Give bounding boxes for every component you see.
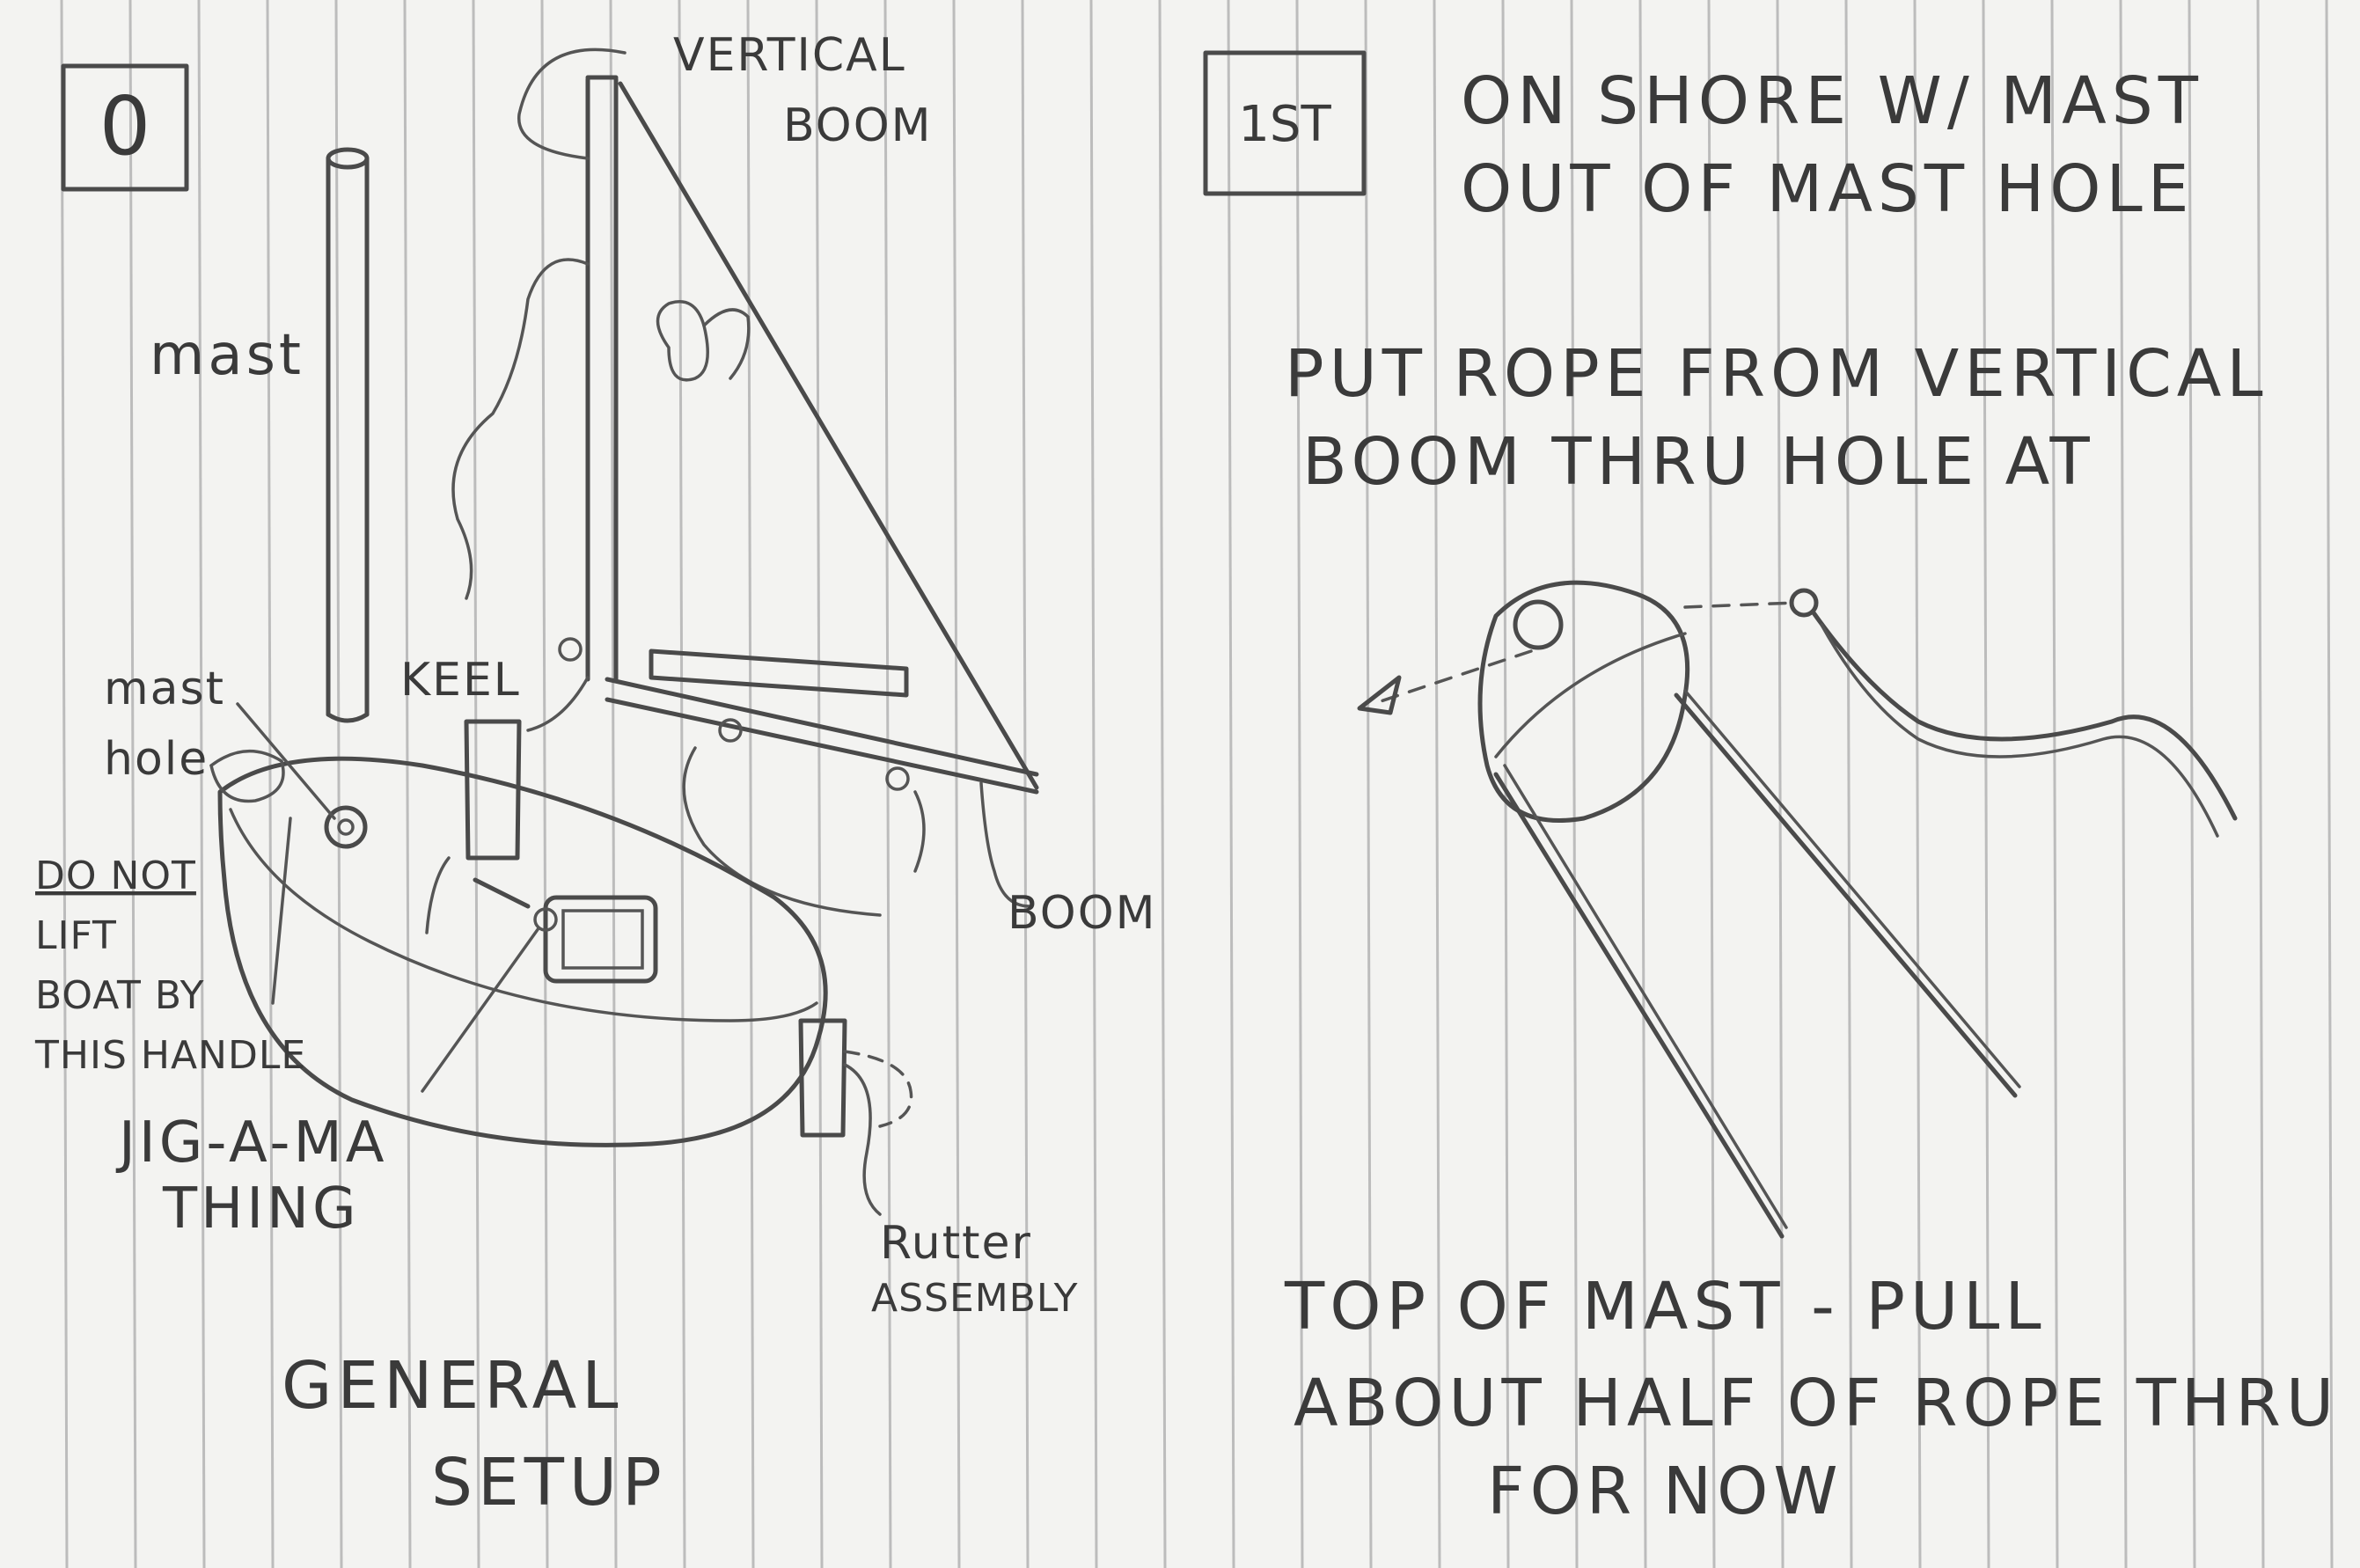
rutter-label-1: Rutter [880,1217,1032,1270]
paper-rule-line [1982,0,1990,1568]
jig-label-1: JIG-A-MA [115,1110,388,1176]
paper-rule-line [1433,0,1441,1568]
paper-rule-line [678,0,686,1568]
step-zero-box [61,63,189,192]
keel-label: KEEL [400,654,521,707]
shore-heading-1: ON SHORE W/ MAST [1461,63,2203,139]
paper-rule-line [815,0,824,1568]
mast-hole-label-1: mast [104,663,225,715]
paper-rule-line [609,0,618,1568]
jig-label-2: THING [162,1176,360,1242]
instruction-line-4: ABOUT HALF OF ROPE THRU [1294,1366,2339,1441]
paper-rule-line [403,0,412,1568]
mast-drawing [326,147,370,723]
paper-rule-line [1570,0,1579,1568]
paper-rule-line [540,0,549,1568]
paper-rule-line [746,0,755,1568]
paper-rule-line [1844,0,1853,1568]
paper-rule-line [197,0,206,1568]
paper-rule-line [1021,0,1030,1568]
paper-rule-line [472,0,480,1568]
boat-drawing [209,719,913,1216]
mast-label: mast [150,323,304,388]
paper-rule-line [1707,0,1716,1568]
warning-line-4: THIS HANDLE [34,1033,306,1078]
mast-top-drawing [1357,580,2238,1239]
paper-rule-line [2050,0,2059,1568]
sail-drawing [451,48,1039,917]
rutter-label-2: ASSEMBLY [871,1276,1078,1321]
instruction-line-2: BOOM THRU HOLE AT [1302,424,2095,500]
vertical-boom-label-1: VERTICAL [673,29,906,82]
paper-rule-line [60,0,69,1568]
general-setup-caption-2: SETUP [431,1445,667,1520]
warning-line-3: BOAT BY [35,973,204,1018]
paper-rule-line [2325,0,2334,1568]
paper-rule-line [1158,0,1167,1568]
paper-rule-line [1364,0,1373,1568]
warning-line-1: DO NOT [35,854,196,898]
mast-hole-label-2: hole [104,733,209,786]
warning-line-2: LIFT [35,913,117,958]
paper-rule-line [1501,0,1510,1568]
paper-rule-line [952,0,961,1568]
general-setup-caption-1: GENERAL [282,1348,623,1424]
boom-label: BOOM [1008,887,1156,940]
instruction-line-3: TOP OF MAST - PULL [1284,1269,2047,1345]
paper-rule-line [1227,0,1235,1568]
paper-rule-line [266,0,275,1568]
paper-rule-line [334,0,343,1568]
vertical-boom-label-2: BOOM [783,99,932,152]
paper-rule-line [128,0,137,1568]
instruction-line-5: FOR NOW [1487,1454,1843,1529]
step-first-number: 1ST [1238,96,1331,153]
shore-heading-2: OUT OF MAST HOLE [1461,151,2195,227]
panel-general-setup: 0 mast [34,29,1156,1520]
paper-rule-line [2256,0,2265,1568]
paper-rule-line [1295,0,1304,1568]
paper-rule-line [1913,0,1922,1568]
paper-rule-line [2188,0,2196,1568]
paper-rule-line [1089,0,1098,1568]
instruction-line-1: PUT ROPE FROM VERTICAL [1285,336,2268,412]
paper-rule-line [2119,0,2128,1568]
panel-first-step: 1ST ON SHORE W/ MAST OUT OF MAST HOLE PU… [1203,50,2339,1529]
paper-rule-line [1776,0,1785,1568]
step-zero-number: 0 [99,79,151,173]
step-first-box [1203,50,1367,196]
